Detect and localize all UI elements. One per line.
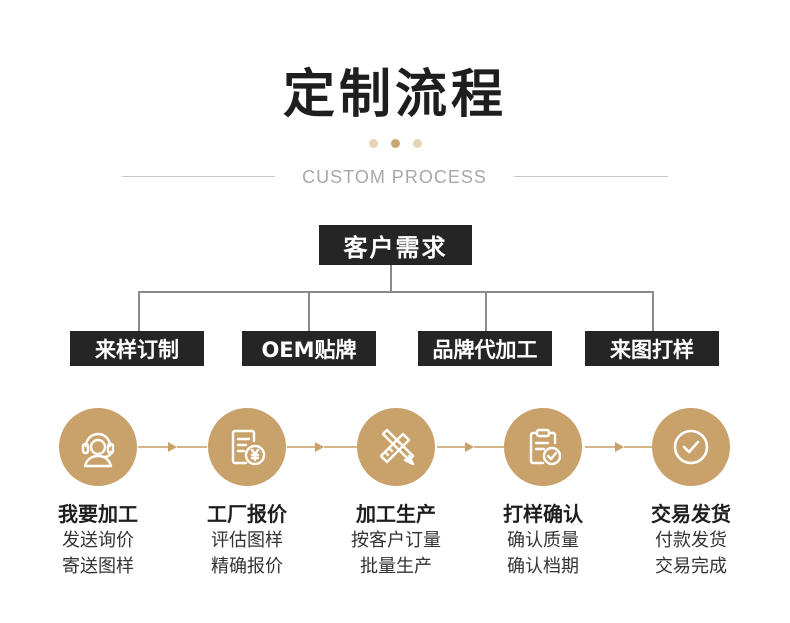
- dot-left: [368, 139, 378, 148]
- pencil-ruler-icon: [379, 428, 415, 466]
- step-desc-2: 精确报价: [211, 556, 283, 577]
- tree-child-oem: OEM贴牌: [242, 331, 376, 366]
- arrowhead-2: [315, 442, 324, 452]
- dot-middle: [390, 139, 400, 148]
- page-title: 定制流程: [282, 65, 507, 125]
- connector-1b: [177, 446, 207, 448]
- connector-3: [437, 446, 465, 448]
- decorative-dots: [0, 139, 790, 148]
- step-quote: 工厂报价 评估图样 精确报价: [174, 408, 320, 580]
- step-title: 我要加工: [58, 502, 138, 526]
- tree-drop-2: [308, 291, 310, 331]
- step-circle: [59, 408, 137, 486]
- arrowhead-3: [465, 442, 474, 452]
- clipboard-check-icon: [529, 428, 562, 466]
- tree-child-drawing-sample: 来图打样: [585, 331, 719, 366]
- connector-2: [287, 446, 315, 448]
- subtitle-row: CUSTOM PROCESS: [0, 164, 790, 190]
- tree-bar: [138, 291, 654, 293]
- arrowhead-4: [615, 442, 624, 452]
- connector-3b: [474, 446, 507, 448]
- connector-4: [585, 446, 615, 448]
- divider-left: [122, 176, 275, 177]
- step-desc-2: 确认档期: [507, 556, 579, 577]
- step-sample-confirm: 打样确认 确认质量 确认档期: [470, 408, 616, 580]
- quote-document-icon: [231, 429, 266, 466]
- step-title: 工厂报价: [207, 502, 287, 526]
- connector-4b: [624, 446, 653, 448]
- subtitle: CUSTOM PROCESS: [302, 167, 487, 187]
- step-circle: [504, 408, 582, 486]
- tree-child-sample-custom: 来样订制: [70, 331, 204, 366]
- tree-drop-3: [485, 291, 487, 331]
- step-desc-2: 交易完成: [655, 556, 727, 577]
- step-title: 加工生产: [356, 502, 436, 526]
- step-title: 打样确认: [503, 502, 583, 526]
- step-desc-1: 评估图样: [211, 530, 283, 551]
- divider-right: [514, 176, 668, 177]
- connector-2b: [324, 446, 358, 448]
- connector-1: [138, 446, 168, 448]
- step-circle: [357, 408, 435, 486]
- customer-service-icon: [81, 432, 115, 468]
- step-title: 交易发货: [651, 502, 731, 526]
- tree-root-box: 客户需求: [319, 225, 472, 265]
- dot-right: [412, 139, 422, 148]
- tree-drop-4: [652, 291, 654, 331]
- tree-child-brand-processing: 品牌代加工: [418, 331, 552, 366]
- step-circle: [652, 408, 730, 486]
- tree-drop-1: [138, 291, 140, 331]
- step-inquiry: 我要加工 发送询价 寄送图样: [25, 408, 171, 580]
- step-desc-1: 按客户订量: [351, 530, 441, 551]
- step-desc-1: 付款发货: [655, 530, 727, 551]
- step-production: 加工生产 按客户订量 批量生产: [323, 408, 469, 580]
- step-desc-1: 确认质量: [507, 530, 579, 551]
- check-circle-icon: [673, 429, 709, 465]
- step-desc-1: 发送询价: [62, 530, 134, 551]
- step-desc-2: 寄送图样: [62, 556, 134, 577]
- step-circle: [208, 408, 286, 486]
- arrowhead-1: [168, 442, 177, 452]
- step-desc-2: 批量生产: [360, 556, 432, 577]
- step-delivery: 交易发货 付款发货 交易完成: [618, 408, 764, 580]
- tree-stem: [390, 265, 392, 292]
